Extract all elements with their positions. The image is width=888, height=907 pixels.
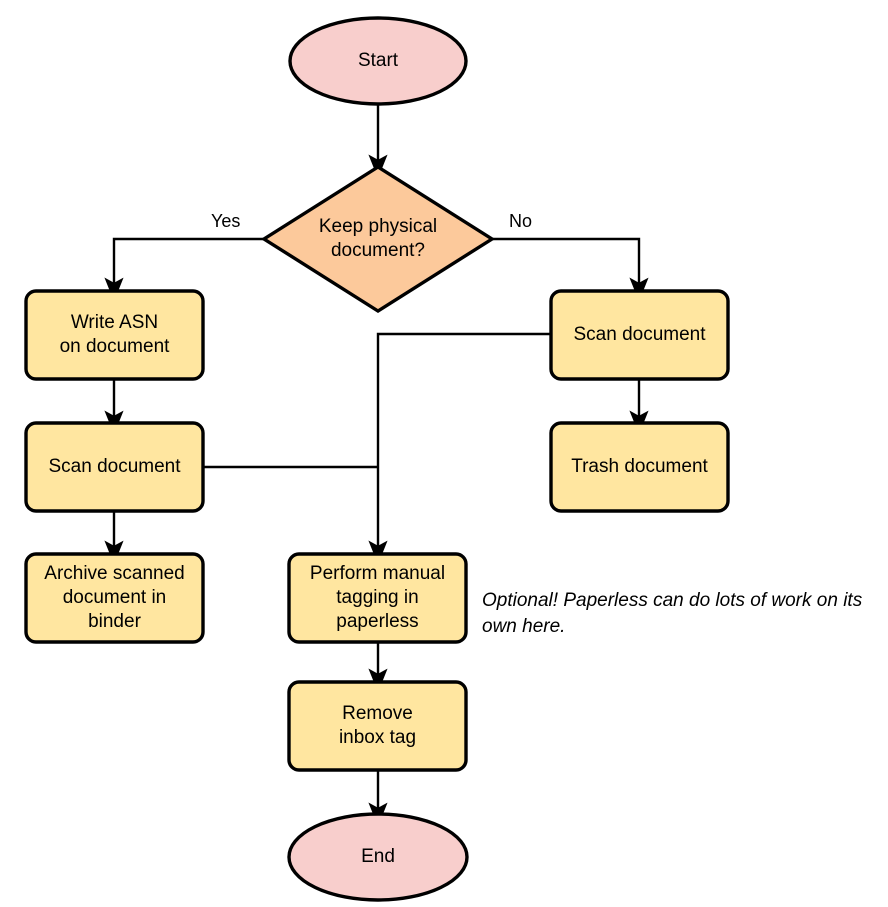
node-scan-left-shape[interactable] (24, 421, 205, 513)
node-trash-shape[interactable] (549, 421, 730, 513)
optional-note: Optional! Paperless can do lots of work … (482, 590, 863, 637)
edge-label-yes: Yes (211, 211, 241, 231)
node-archive-shape[interactable] (24, 552, 205, 644)
edge-decision-yes-to-write-asn (104, 237, 264, 302)
node-scan-right-shape[interactable] (549, 289, 730, 381)
node-start-shape[interactable] (288, 16, 468, 106)
node-decision-shape[interactable] (260, 164, 496, 314)
edge-decision-no-to-scan-right (492, 237, 649, 302)
node-write-asn-shape[interactable] (24, 289, 205, 381)
node-remove-inbox-shape[interactable] (287, 680, 468, 772)
edge-label-no: No (509, 211, 533, 231)
node-end-shape[interactable] (287, 812, 469, 902)
node-tagging-shape[interactable] (287, 552, 468, 644)
edge-scan-right-to-tagging (368, 332, 552, 565)
edges-group (104, 103, 649, 827)
